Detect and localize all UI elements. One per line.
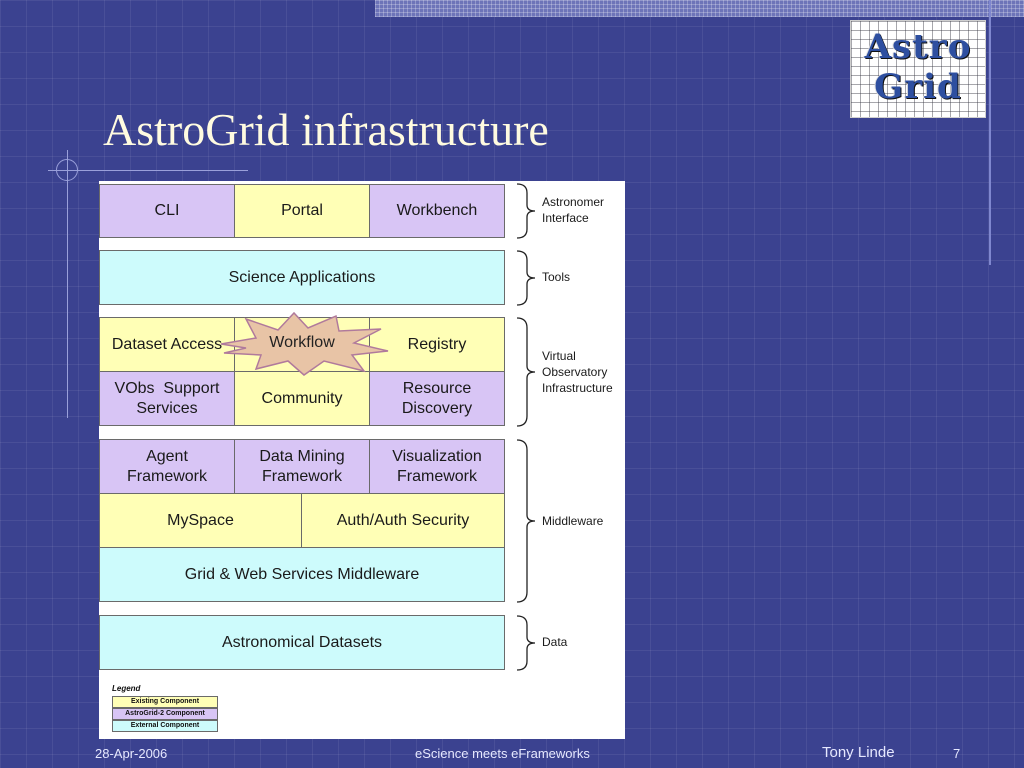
box-visualization-framework: Visualization Framework bbox=[369, 439, 505, 494]
layer-label-data: Data bbox=[542, 635, 568, 649]
box-agent-framework: Agent Framework bbox=[99, 439, 235, 494]
box-astronomical-datasets: Astronomical Datasets bbox=[99, 615, 505, 670]
legend-item-external: External Component bbox=[112, 720, 218, 732]
layer-label-astronomer-interface: Astronomer Interface bbox=[542, 195, 605, 225]
brace-astronomer-interface bbox=[516, 183, 536, 239]
box-grid-web-services-middleware: Grid & Web Services Middleware bbox=[99, 547, 505, 602]
decorative-line-vertical bbox=[67, 150, 68, 418]
architecture-diagram: CLI Portal Workbench Science Application… bbox=[99, 181, 625, 739]
page-number: 7 bbox=[953, 746, 961, 761]
box-resource-discovery: Resource Discovery bbox=[369, 371, 505, 426]
decorative-vertical-line bbox=[989, 0, 991, 265]
box-myspace: MySpace bbox=[99, 493, 302, 548]
decorative-line-horizontal bbox=[48, 170, 248, 171]
header-band bbox=[375, 0, 1024, 17]
decorative-circle bbox=[56, 159, 78, 181]
box-workflow: Workflow bbox=[269, 334, 335, 351]
footer-author: Tony Linde bbox=[822, 744, 895, 761]
legend-item-astrogrid2: AstroGrid-2 Component bbox=[112, 708, 218, 720]
logo-line-2: Grid bbox=[874, 67, 962, 107]
box-auth-security: Auth/Auth Security bbox=[301, 493, 505, 548]
box-cli: CLI bbox=[99, 184, 235, 238]
star-shape bbox=[220, 311, 389, 376]
layer-label-middleware: Middleware bbox=[542, 514, 604, 528]
legend-title: Legend bbox=[112, 684, 141, 693]
brace-middleware bbox=[516, 439, 536, 603]
legend: Legend Existing Component AstroGrid-2 Co… bbox=[112, 684, 218, 732]
layer-label-tools: Tools bbox=[542, 270, 571, 284]
box-science-applications: Science Applications bbox=[99, 250, 505, 305]
slide-title: AstroGrid infrastructure bbox=[103, 104, 549, 155]
box-portal: Portal bbox=[234, 184, 370, 238]
box-data-mining-framework: Data Mining Framework bbox=[234, 439, 370, 494]
astrogrid-logo: Astro Grid bbox=[850, 20, 986, 118]
workflow-star-burst bbox=[220, 311, 389, 376]
brace-vo-infrastructure bbox=[516, 317, 536, 427]
box-dataset-access: Dataset Access bbox=[99, 317, 235, 372]
box-workbench: Workbench bbox=[369, 184, 505, 238]
legend-item-existing: Existing Component bbox=[112, 696, 218, 708]
footer-event: eScience meets eFrameworks bbox=[415, 746, 590, 761]
logo-line-1: Astro bbox=[864, 27, 972, 67]
footer-date: 28-Apr-2006 bbox=[95, 746, 168, 761]
layer-label-vo-infrastructure: Virtual Observatory Infrastructure bbox=[542, 349, 613, 395]
box-community: Community bbox=[234, 371, 370, 426]
brace-tools bbox=[516, 250, 536, 306]
box-vobs-support-services: VObs Support Services bbox=[99, 371, 235, 426]
box-registry: Registry bbox=[369, 317, 505, 372]
brace-data bbox=[516, 615, 536, 671]
